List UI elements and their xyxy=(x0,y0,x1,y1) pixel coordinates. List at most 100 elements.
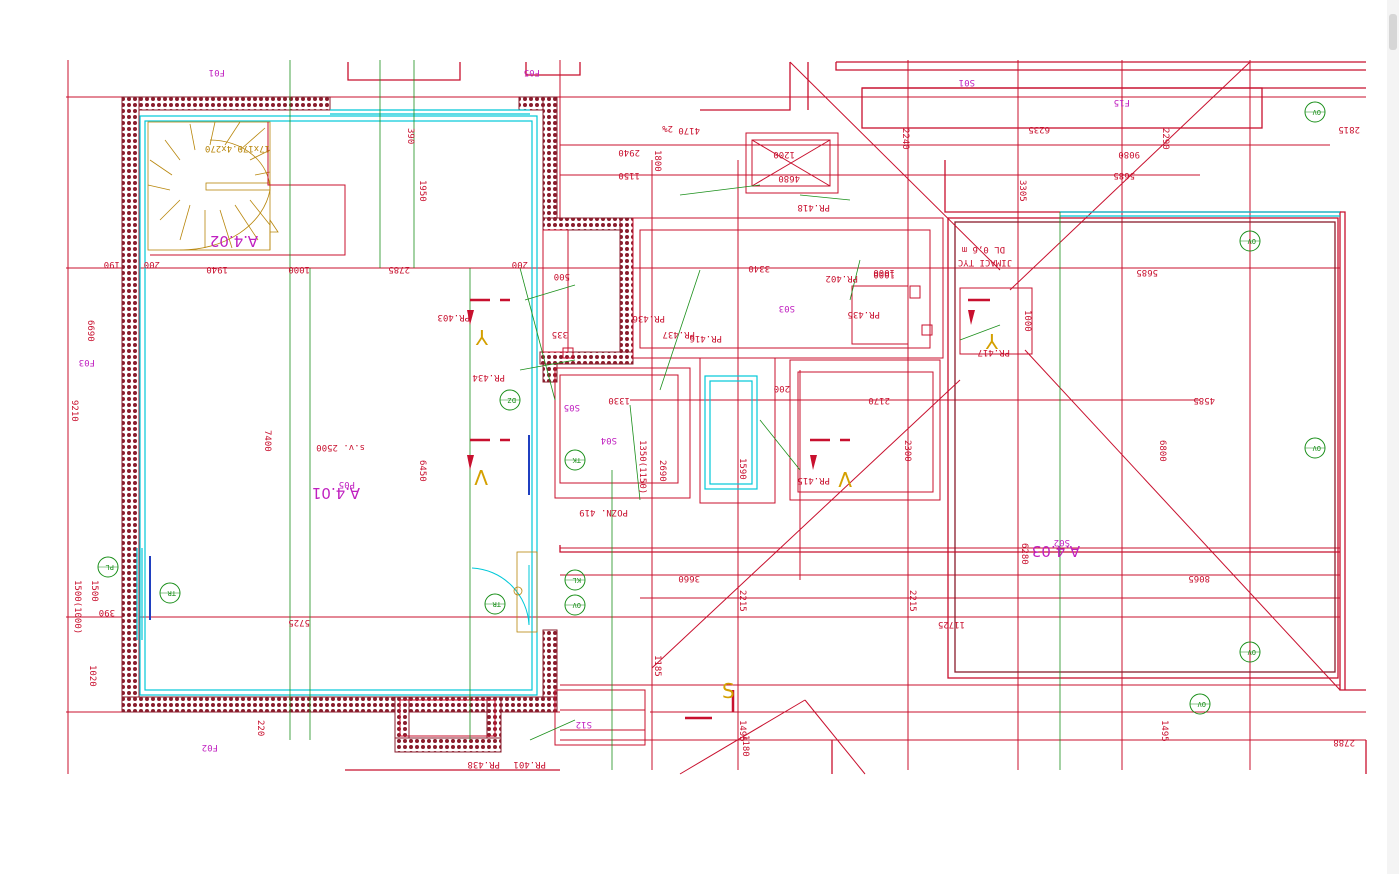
dimension-label: 4585 xyxy=(1193,395,1215,405)
annotation-label: PR.437 xyxy=(662,329,695,339)
annotation-label: PR.436 xyxy=(632,313,665,323)
dimension-label: 9210 xyxy=(69,400,79,422)
annotation-label: POZN. 419 xyxy=(579,507,628,517)
annotation-label: PR.438 xyxy=(467,759,500,769)
section-letter: V xyxy=(474,465,488,489)
fixture-marker: DZ xyxy=(499,389,521,411)
section-letters: V V Y Y S xyxy=(474,325,999,703)
annotation-label: PR.402 xyxy=(825,273,858,283)
dimension-label: 1330 xyxy=(608,395,630,405)
dimension-label: 11725 xyxy=(938,619,965,629)
fixture-marker: OV xyxy=(564,594,586,616)
section-markers xyxy=(467,298,990,720)
dimension-label: 1000 xyxy=(1022,310,1032,332)
dimension-label: 2785 xyxy=(388,264,410,274)
dimension-label: 1000 xyxy=(288,264,310,274)
annotation-label: PR.403 xyxy=(437,312,470,322)
svg-text:OV: OV xyxy=(1312,444,1321,452)
svg-text:OV: OV xyxy=(572,601,581,609)
dimension-label: 6800 xyxy=(1157,440,1167,462)
inner-wall-lines xyxy=(136,109,1340,696)
annotation-label: PR.435 xyxy=(847,309,880,319)
dimension-label: 1180 xyxy=(740,735,750,757)
dimension-label: 2215 xyxy=(737,590,747,612)
tag-label: S02 xyxy=(1054,537,1070,547)
frame-lines xyxy=(66,60,1366,774)
svg-text:PL: PL xyxy=(106,563,114,571)
fixture-marker: OV xyxy=(1304,101,1326,123)
tag-label: F15 xyxy=(1114,97,1130,107)
dimension-label: 1000 xyxy=(873,267,895,277)
tag-label: S12 xyxy=(576,719,592,729)
dimension-label: 2690 xyxy=(657,460,667,482)
dimension-label: 2788 xyxy=(1333,737,1355,747)
tag-label: S05 xyxy=(564,402,580,412)
dimension-label: 9080 xyxy=(1118,149,1140,159)
annotation-label: JIMACI TYC xyxy=(958,257,1012,267)
dimension-label: 6280 xyxy=(1019,543,1029,565)
dimension-label: 190 xyxy=(104,259,120,269)
svg-text:OV: OV xyxy=(1312,108,1321,116)
room-label-a402: A.4.02 xyxy=(210,232,258,250)
partition-lines xyxy=(150,122,1033,746)
dimension-label: 4170 xyxy=(678,125,700,135)
svg-text:TR: TR xyxy=(492,600,501,608)
dimension-label: 200 xyxy=(144,259,160,269)
svg-text:OV: OV xyxy=(1247,237,1256,245)
dimension-label: 1800 xyxy=(652,150,662,172)
tag-label: F01 xyxy=(209,67,225,77)
dimension-label: 3660 xyxy=(678,573,700,583)
building-outline xyxy=(345,61,1367,774)
fixture-marker: TR xyxy=(159,582,181,604)
dimension-label: 1500 xyxy=(89,580,99,602)
dimension-label: 2940 xyxy=(618,147,640,157)
dimension-label: 3305 xyxy=(1017,180,1027,202)
masonry-walls xyxy=(121,96,634,753)
fixture-marker: PL xyxy=(97,556,119,578)
dimension-label: 1495 xyxy=(737,720,747,742)
room-labels: A.4.01 A.4.02 A.4.03 17x179.4x270 xyxy=(205,143,1080,560)
tag-label: S04 xyxy=(601,435,617,445)
annotation-label: PR.417 xyxy=(977,347,1010,357)
dimension-label: 5685 xyxy=(1136,267,1158,277)
dimension-label: 1000 xyxy=(873,269,895,279)
dimension-label: 200 xyxy=(774,383,790,393)
dimension-label: 1590 xyxy=(737,458,747,480)
green-lines xyxy=(289,60,1061,770)
dimension-label: 2290 xyxy=(1160,128,1170,150)
section-letter: Y xyxy=(475,325,489,349)
annotation-label: PR.434 xyxy=(472,372,505,382)
door-swing xyxy=(471,551,538,633)
dimension-label: 3340 xyxy=(748,263,770,273)
dimension-label: 5725 xyxy=(288,617,310,627)
svg-text:TR: TR xyxy=(167,589,176,597)
fixture-marker: OV xyxy=(1189,693,1211,715)
dimension-label: 2215 xyxy=(907,590,917,612)
dimension-label: 8065 xyxy=(1188,573,1210,583)
svg-text:TK: TK xyxy=(572,456,581,464)
annotation-label: PR.416 xyxy=(689,333,722,343)
vertical-scrollbar[interactable] xyxy=(1387,0,1399,874)
dimension-label: 2170 xyxy=(868,395,890,405)
tag-label: S03 xyxy=(779,303,795,313)
annotation-label: 2% xyxy=(662,123,673,133)
scrollbar-thumb[interactable] xyxy=(1389,14,1397,50)
section-letter: Y xyxy=(985,329,999,353)
svg-text:KL: KL xyxy=(573,576,581,584)
section-letter: S xyxy=(722,679,735,703)
dimension-label: 220 xyxy=(255,720,265,736)
roof-diagonals xyxy=(651,61,1341,775)
dimension-label: 335 xyxy=(552,329,568,339)
dimension-label: 200 xyxy=(512,259,528,269)
tag-label: P05 xyxy=(339,479,355,489)
dimension-label: 1200 xyxy=(773,149,795,159)
section-letter: V xyxy=(838,467,852,491)
dimension-label: 500 xyxy=(554,271,570,281)
dimension-label: 1950 xyxy=(417,180,427,202)
dimension-label: 1150 xyxy=(618,170,640,180)
tag-label: F05 xyxy=(524,67,540,77)
dimension-label: 6450 xyxy=(417,460,427,482)
